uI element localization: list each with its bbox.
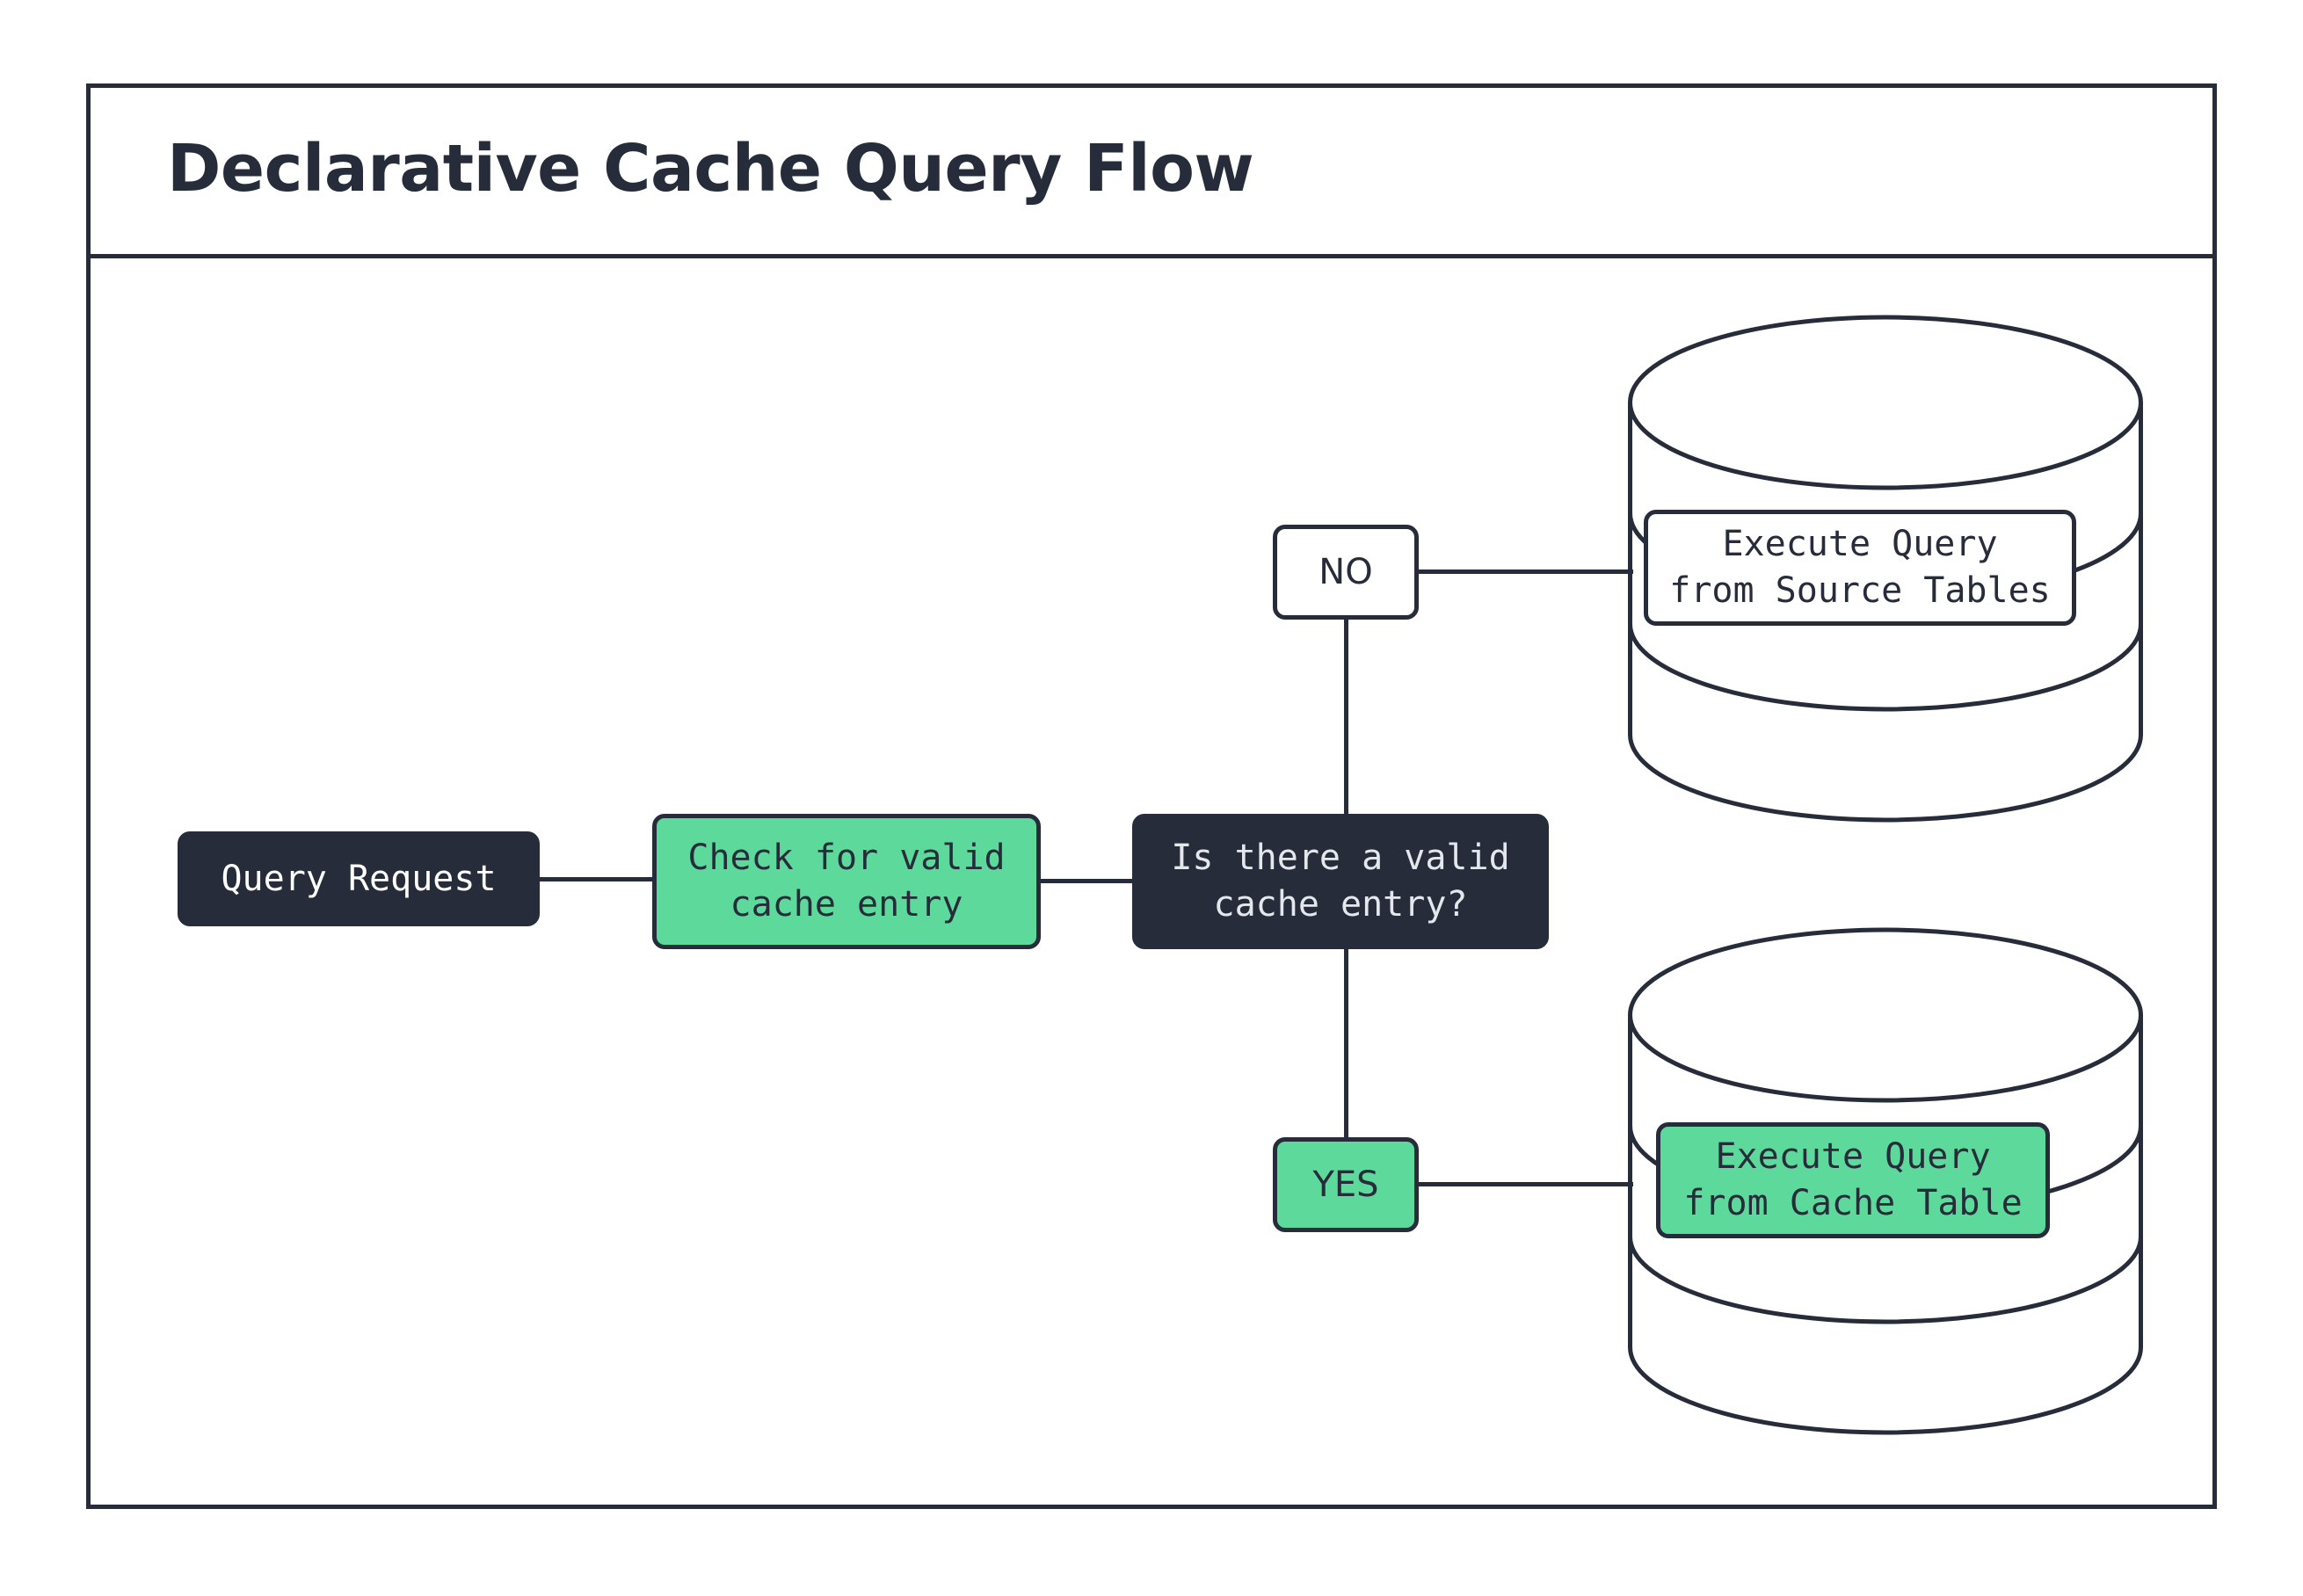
source-database-label[interactable]: Execute Query from Source Tables xyxy=(1644,510,2076,626)
edge-decision-to-yes-branch xyxy=(1344,949,1348,1137)
edge-yes-to-cache-database xyxy=(1419,1182,1633,1186)
edge-check-cache-to-decision xyxy=(1041,879,1132,883)
edge-decision-to-no-branch xyxy=(1344,620,1348,814)
edge-query-request-to-check-cache xyxy=(540,877,652,881)
title-band: Declarative Cache Query Flow xyxy=(86,83,2217,258)
node-decision-valid-cache-entry[interactable]: Is there a valid cache entry? xyxy=(1132,814,1549,949)
page-title: Declarative Cache Query Flow xyxy=(167,131,1254,207)
edge-no-to-source-database xyxy=(1419,569,1633,574)
branch-label-no[interactable]: NO xyxy=(1273,525,1419,620)
node-check-for-valid-cache-entry[interactable]: Check for valid cache entry xyxy=(652,814,1041,949)
cache-database-label[interactable]: Execute Query from Cache Table xyxy=(1656,1122,2050,1238)
branch-label-yes[interactable]: YES xyxy=(1273,1137,1419,1232)
diagram-frame xyxy=(86,83,2217,1509)
node-query-request[interactable]: Query Request xyxy=(178,831,540,926)
